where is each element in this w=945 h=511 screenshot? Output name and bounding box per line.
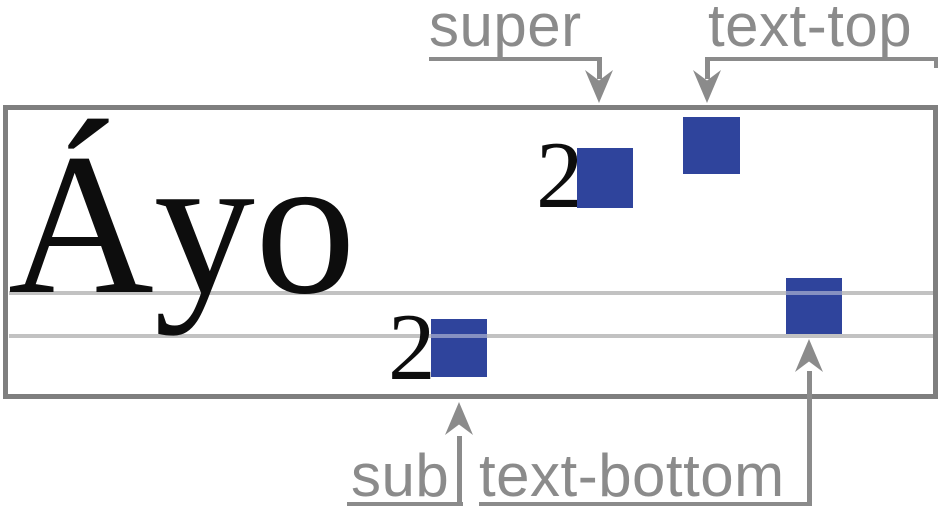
baseline-line — [9, 291, 933, 295]
up-arrow-icon — [445, 402, 473, 435]
text-top-square — [683, 117, 740, 174]
sub-square — [431, 319, 487, 377]
sub-label-underline — [347, 502, 463, 506]
text-bottom-label: text-bottom — [479, 442, 785, 509]
text-bottom-arrow-stem — [807, 371, 812, 506]
superscript-digit: 2 — [536, 122, 584, 228]
line-through-square — [786, 291, 842, 295]
sub-arrow-stem — [457, 436, 462, 506]
sample-text: Áyo — [8, 112, 356, 336]
text-bottom-square — [786, 278, 842, 334]
super-square — [577, 148, 633, 208]
super-arrow-stem — [597, 59, 602, 79]
sub-label: sub — [351, 442, 450, 509]
subscript-digit: 2 — [388, 294, 436, 400]
line-through-square — [431, 334, 487, 338]
super-label-underline — [429, 57, 602, 61]
text-top-underline-end-tick — [934, 61, 938, 68]
super-label: super — [429, 0, 582, 59]
text-top-label: text-top — [708, 0, 913, 59]
text-bottom-label-underline — [479, 502, 812, 506]
text-top-label-underline — [705, 57, 938, 61]
text-top-arrow-stem — [705, 59, 710, 79]
